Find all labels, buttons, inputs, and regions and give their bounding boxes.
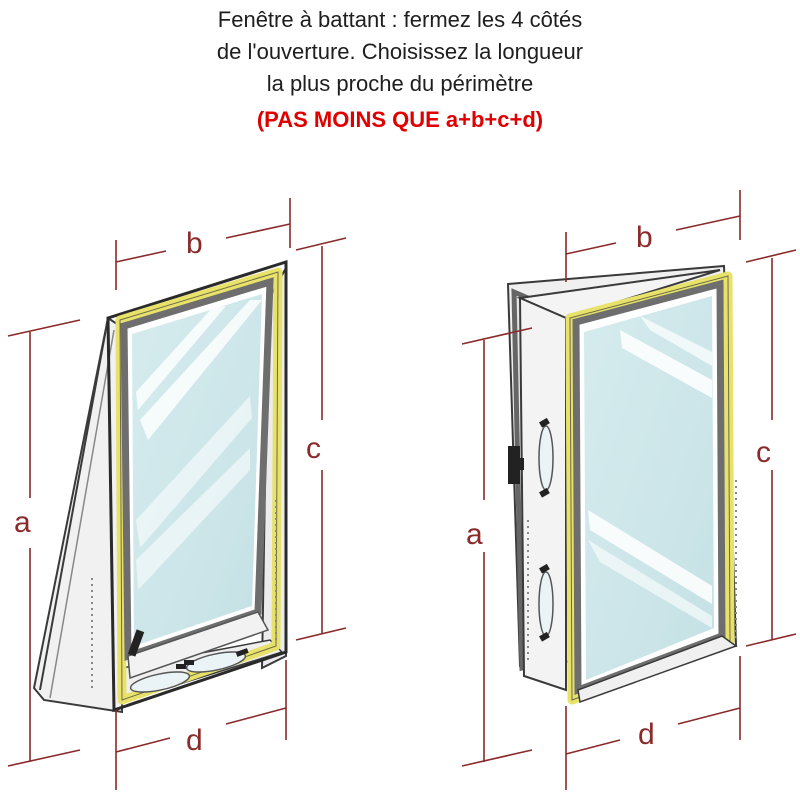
left-vent-2: [185, 651, 247, 673]
right-label-a: a: [466, 518, 483, 551]
right-label-c: c: [756, 436, 771, 469]
right-window: [506, 264, 738, 705]
left-label-b: b: [186, 227, 203, 260]
right-dimensions: [461, 190, 797, 790]
right-label-b: b: [636, 221, 653, 254]
left-dimensions: [7, 198, 347, 790]
right-label-d: d: [638, 718, 655, 751]
caption-warning: (PAS MOINS QUE a+b+c+d): [256, 107, 544, 132]
right-vent-2: [538, 571, 554, 637]
caption: Fenêtre à battant : fermez les 4 côtés d…: [0, 4, 800, 136]
caption-line-1: Fenêtre à battant : fermez les 4 côtés: [217, 7, 583, 32]
caption-line-2: de l'ouverture. Choisissez la longueur: [216, 39, 584, 64]
caption-line-3: la plus proche du périmètre: [266, 71, 534, 96]
right-vent-1: [538, 425, 554, 491]
left-vent-1: [129, 671, 191, 693]
left-outer-frame: [106, 259, 288, 713]
left-window: [32, 259, 288, 714]
left-label-a: a: [14, 506, 31, 539]
left-label-d: d: [186, 724, 203, 757]
left-label-c: c: [306, 432, 321, 465]
